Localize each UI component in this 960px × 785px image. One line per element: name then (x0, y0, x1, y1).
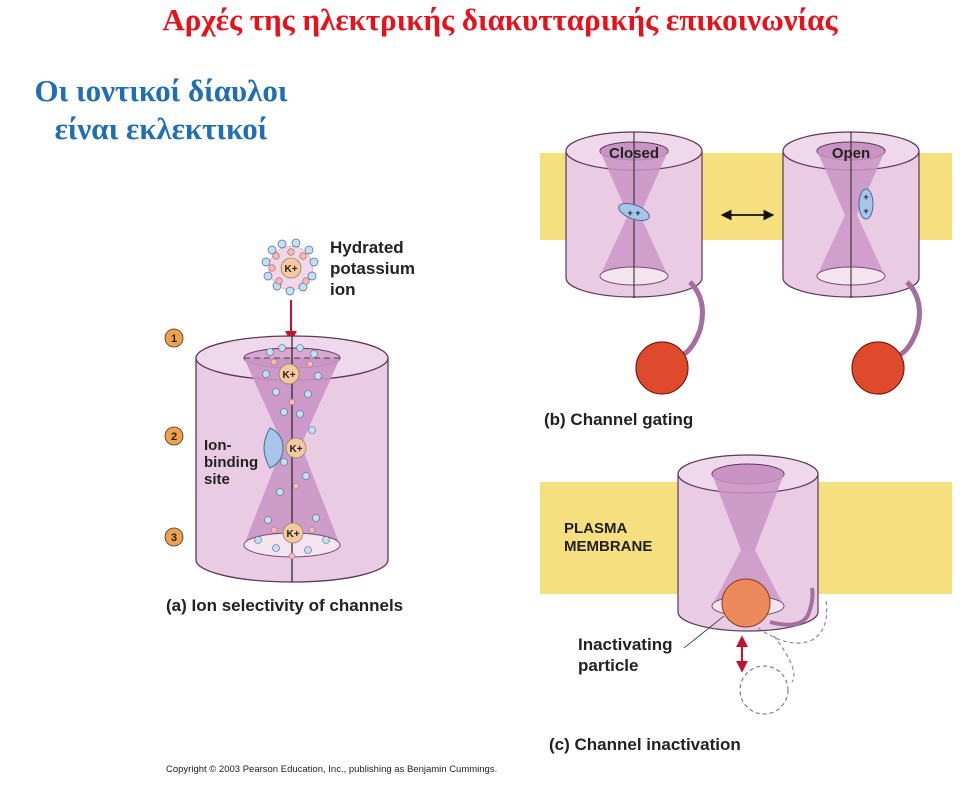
closed-label: Closed (609, 145, 659, 162)
plasma-membrane-label: PLASMA MEMBRANE (564, 520, 652, 555)
potassium-ion-2: K+ (285, 437, 307, 459)
caption-b: (b) Channel gating (544, 410, 693, 429)
svg-text:+: + (863, 206, 868, 216)
hydrated-ion-label: Hydrated potassium ion (330, 238, 420, 299)
caption-c: (c) Channel inactivation (549, 735, 741, 754)
svg-text:3: 3 (171, 532, 177, 544)
svg-text:1: 1 (171, 333, 177, 345)
step-badge-3: 3 (164, 527, 184, 547)
open-channel: + + Open (782, 131, 922, 395)
copyright-credit: Copyright © 2003 Pearson Education, Inc.… (166, 764, 497, 775)
hydrated-label-line-3: ion (330, 280, 356, 299)
hydrated-label-line-2: potassium (330, 259, 415, 278)
panel-c-channel-inactivation: PLASMA MEMBRANE Inactivating particle (c… (540, 454, 952, 754)
potassium-ion-1: K+ (278, 363, 300, 385)
panel-b-channel-gating: + + Closed + + Open (b) Channel gating (540, 131, 952, 429)
binding-site-label: Ion- binding site (204, 437, 262, 488)
svg-text:K+: K+ (286, 529, 299, 540)
step-badge-2: 2 (164, 426, 184, 446)
open-label: Open (832, 145, 870, 162)
panel-a-ion-selectivity: K+ Hydrated potassium ion (164, 238, 420, 615)
inactivating-particle-label: Inactivating particle (578, 635, 677, 675)
ion-binding-site (263, 427, 284, 469)
svg-text:+: + (863, 192, 868, 202)
hydrated-label-line-1: Hydrated (330, 238, 404, 257)
subtitle-line-2: είναι εκλεκτικοί (54, 111, 268, 146)
slide-subtitle: Οι ιοντικοί δίαυλοι είναι εκλεκτικοί (6, 72, 316, 148)
ion-symbol-hydrated: K+ (284, 264, 297, 275)
water-molecules (254, 344, 330, 554)
ghost-particle (739, 665, 789, 715)
svg-text:+ +: + + (627, 208, 640, 218)
closed-channel: + + Closed (565, 131, 705, 395)
caption-a: (a) Ion selectivity of channels (166, 596, 403, 615)
svg-text:K+: K+ (282, 370, 295, 381)
subtitle-line-1: Οι ιοντικοί δίαυλοι (34, 73, 288, 108)
step-badge-1: 1 (164, 328, 184, 348)
svg-text:K+: K+ (289, 444, 302, 455)
potassium-ion-3: K+ (282, 522, 304, 544)
slide-title: Αρχές της ηλεκτρικής διακυτταρικής επικο… (162, 2, 838, 37)
inactivated-channel (677, 454, 828, 715)
hydrated-potassium-ion: K+ (261, 238, 319, 296)
svg-text:2: 2 (171, 431, 177, 443)
